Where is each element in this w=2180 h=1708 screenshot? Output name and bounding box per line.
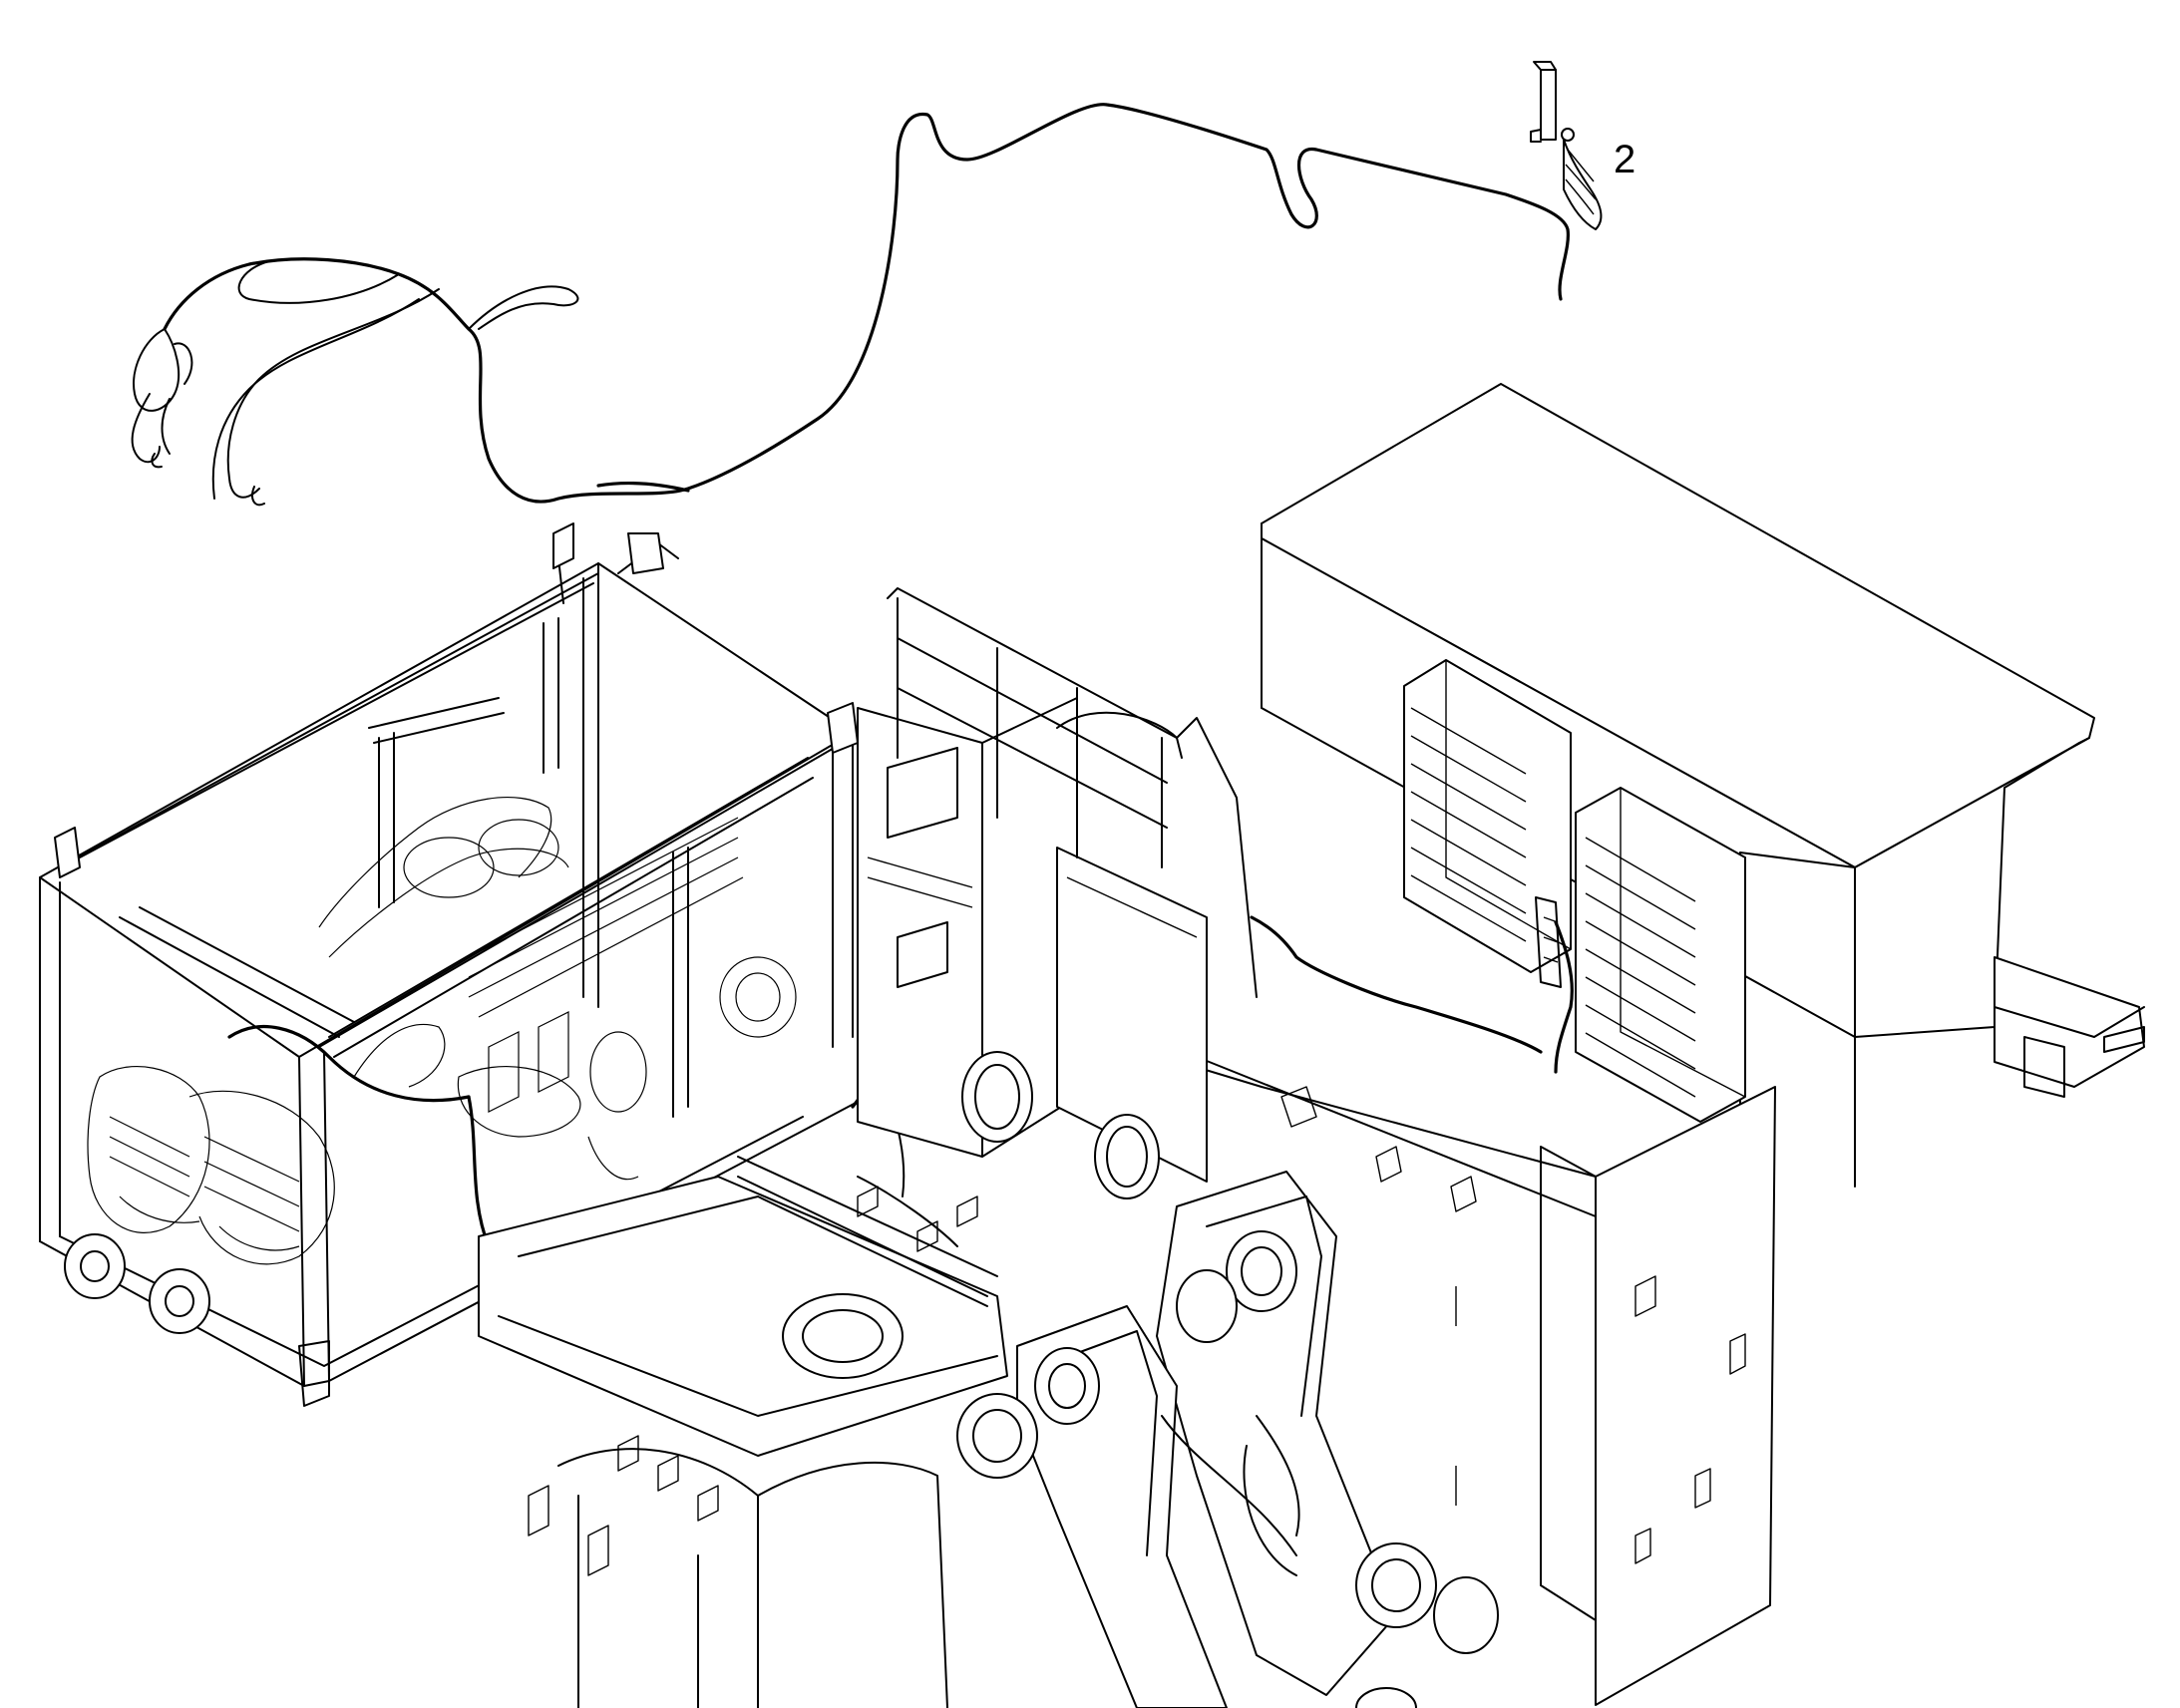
control-cabinet — [857, 587, 1258, 1199]
louver-panel-1 — [1403, 659, 1572, 973]
louver-panel-2 — [1575, 787, 1746, 1123]
engine-enclosure — [1250, 383, 2095, 1188]
wire-harness — [131, 61, 1603, 507]
boom-arms — [956, 1171, 1499, 1708]
engine-block — [318, 797, 797, 1181]
callout-label-2: 2 — [1614, 138, 1636, 181]
main-frame — [478, 1176, 1008, 1708]
rear-platform — [1096, 956, 2145, 1706]
center-frame — [737, 1086, 1477, 1297]
